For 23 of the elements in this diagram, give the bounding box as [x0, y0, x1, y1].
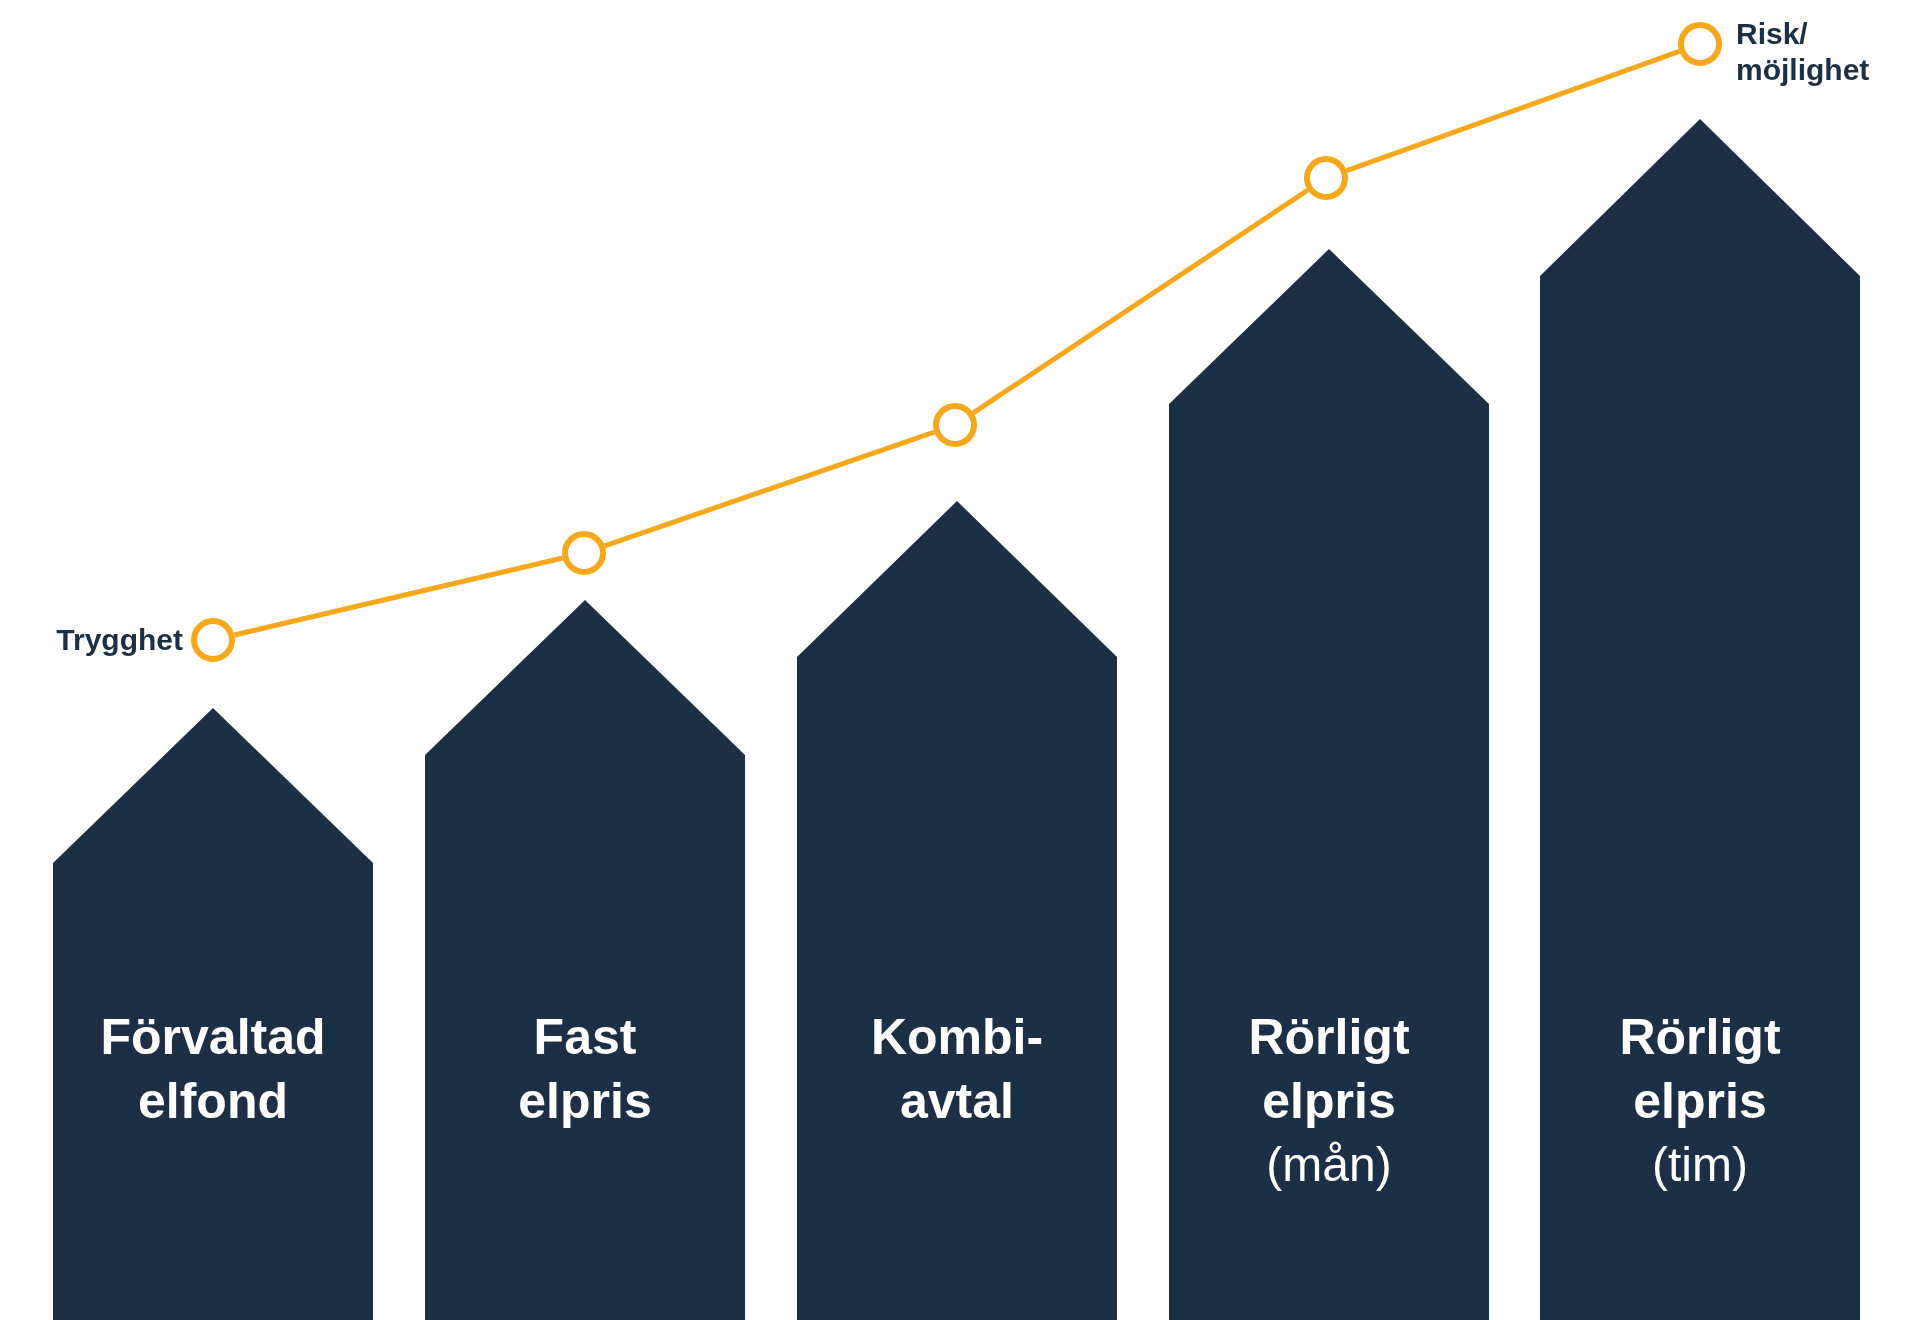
line-marker-circle	[1678, 22, 1722, 66]
connector-line	[1345, 49, 1681, 173]
arrow-sublabel: (mån)	[1266, 1137, 1392, 1193]
arrow-label: Rörligt elpris	[1248, 1008, 1410, 1131]
connector-line	[971, 188, 1310, 415]
upward-arrow-shape	[1540, 119, 1860, 1320]
line-marker-circle	[191, 618, 235, 662]
arrow-label: Fast elpris	[518, 1008, 652, 1131]
upward-arrow-shape	[1169, 249, 1489, 1320]
line-marker-circle	[1304, 156, 1348, 200]
upward-arrow-shape	[797, 501, 1117, 1320]
connector-line	[604, 429, 935, 549]
arrow-sublabel: (tim)	[1652, 1137, 1748, 1193]
line-marker-circle	[933, 403, 977, 447]
upward-arrow-shape	[425, 600, 745, 1320]
line-marker-circle	[562, 531, 606, 575]
upward-arrow-shape	[53, 708, 373, 1320]
arrow-label: Kombi- avtal	[870, 1008, 1044, 1131]
arrow-label: Rörligt elpris	[1619, 1008, 1781, 1131]
scale-label: Risk/ möjlighet	[1736, 16, 1871, 88]
connector-line	[233, 555, 564, 638]
scale-label: Trygghet	[56, 622, 183, 658]
arrow-label: Förvaltad elfond	[100, 1008, 326, 1131]
